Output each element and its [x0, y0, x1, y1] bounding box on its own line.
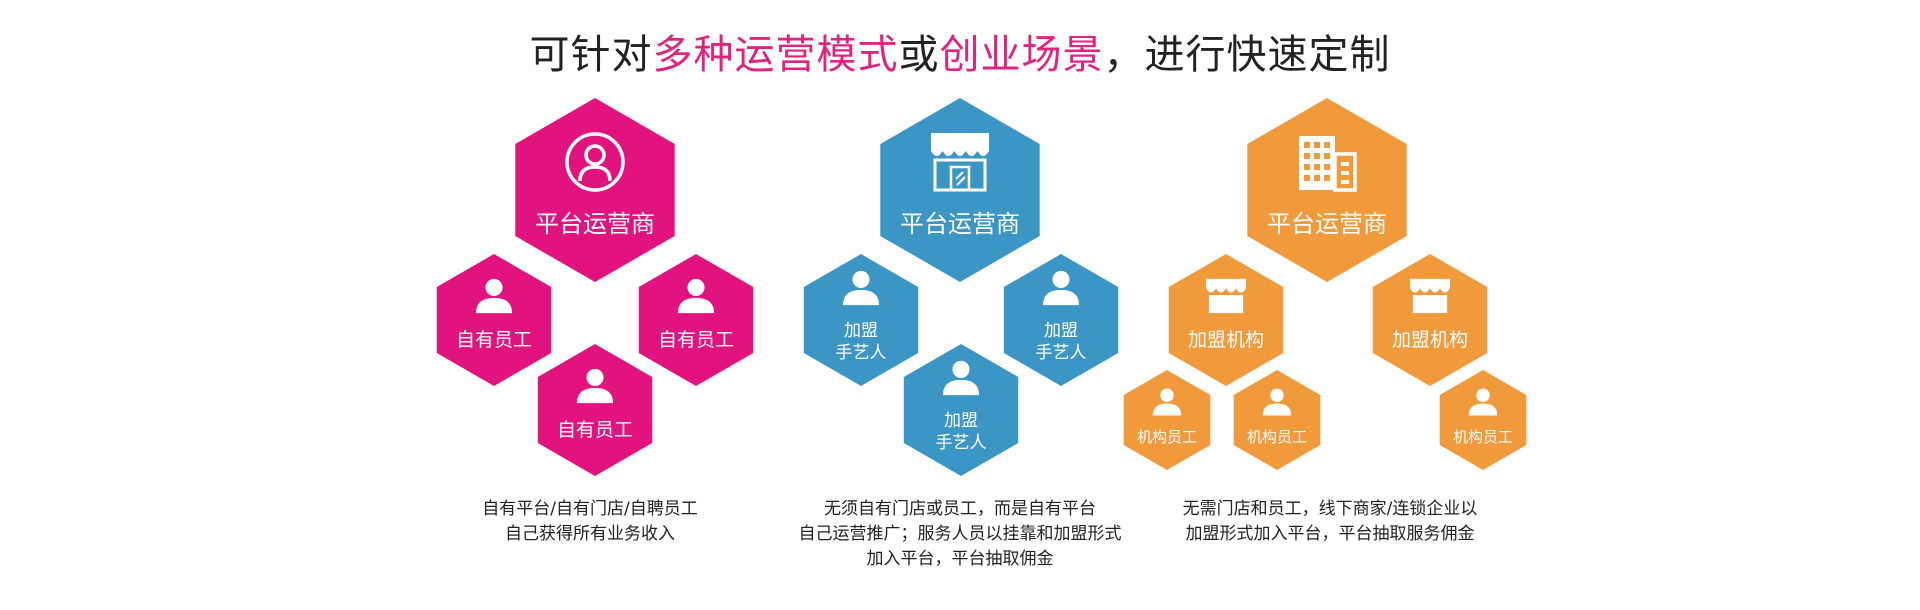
member-label: 自有员工 — [557, 419, 633, 441]
hexagon-shape — [903, 344, 1019, 476]
hexagon-shape — [537, 344, 653, 476]
member-label: 加盟 — [1044, 321, 1078, 341]
hexagon-shape — [436, 254, 552, 386]
description-line: 加盟形式加入平台，平台抽取服务佣金 — [1185, 524, 1475, 544]
group-2-description: 无须自有门店或员工，而是自有平台 自己运营推广；服务人员以挂靠和加盟形式 加入平… — [760, 497, 1160, 572]
member-label: 手艺人 — [836, 343, 887, 363]
member-hexagon: 加盟机构 — [1168, 254, 1284, 386]
hexagon-shape — [1439, 370, 1527, 470]
person-icon — [576, 368, 614, 404]
description-line: 自有平台/自有门店/自聘员工 — [482, 499, 698, 519]
hexagon-shape — [803, 254, 919, 386]
operator-hexagon: 平台运营商 — [1247, 98, 1407, 282]
hexagon-shape — [1233, 370, 1321, 470]
group-1-description: 自有平台/自有门店/自聘员工 自己获得所有业务收入 — [390, 497, 790, 547]
member-label: 加盟机构 — [1188, 329, 1264, 351]
group-3-description: 无需门店和员工，线下商家/连锁企业以 加盟形式加入平台，平台抽取服务佣金 — [1130, 497, 1530, 547]
hexagon-shape — [1003, 254, 1119, 386]
member-label: 加盟 — [944, 411, 978, 431]
mode-group-1: 自有员工自有员工自有员工平台运营商 — [436, 98, 754, 476]
headline-highlight-2: 创业场景 — [939, 32, 1104, 78]
description-line: 自己运营推广；服务人员以挂靠和加盟形式 — [798, 524, 1122, 544]
headline-part-5: ，进行快速定制 — [1103, 32, 1391, 78]
member-label: 机构员工 — [1453, 428, 1513, 446]
member-hexagon: 机构员工 — [1439, 370, 1527, 470]
member-hexagon: 自有员工 — [537, 344, 653, 476]
person-icon — [1042, 270, 1080, 306]
page-headline: 可针对多种运营模式或创业场景，进行快速定制 — [0, 22, 1920, 80]
member-hexagon: 自有员工 — [436, 254, 552, 386]
operator-label: 平台运营商 — [900, 210, 1020, 238]
member-label: 机构员工 — [1137, 428, 1197, 446]
member-label: 加盟 — [844, 321, 878, 341]
person-icon — [1152, 388, 1182, 416]
member-label: 手艺人 — [1036, 343, 1087, 363]
description-line: 自己获得所有业务收入 — [505, 524, 675, 544]
shop-icon — [1206, 278, 1246, 314]
member-label: 加盟机构 — [1392, 329, 1468, 351]
storefront-icon — [931, 133, 989, 192]
member-hexagon: 加盟机构 — [1372, 254, 1488, 386]
hexagon-shape — [1372, 254, 1488, 386]
member-label: 自有员工 — [456, 329, 532, 351]
member-label: 自有员工 — [658, 329, 734, 351]
person-icon — [475, 278, 513, 314]
operator-hexagon: 平台运营商 — [515, 98, 675, 282]
operator-label: 平台运营商 — [535, 210, 655, 238]
member-label: 机构员工 — [1247, 428, 1307, 446]
headline-highlight-1: 多种运营模式 — [652, 32, 899, 78]
hexagon-shape — [1168, 254, 1284, 386]
user-circle-icon — [565, 132, 625, 192]
hexagon-shape — [638, 254, 754, 386]
person-icon — [1262, 388, 1292, 416]
headline-part-1: 可针对 — [529, 32, 653, 78]
person-icon — [842, 270, 880, 306]
member-hexagon: 机构员工 — [1233, 370, 1321, 470]
hexagon-shape — [1123, 370, 1211, 470]
person-icon — [1468, 388, 1498, 416]
building-icon — [1299, 136, 1357, 192]
headline-part-3: 或 — [898, 32, 940, 78]
member-label: 手艺人 — [936, 433, 987, 453]
shop-icon — [1410, 278, 1450, 314]
description-line: 无需门店和员工，线下商家/连锁企业以 — [1182, 499, 1478, 519]
person-icon — [677, 278, 715, 314]
operator-hexagon: 平台运营商 — [880, 98, 1040, 282]
operator-label: 平台运营商 — [1267, 210, 1387, 238]
person-icon — [942, 360, 980, 396]
member-hexagon: 自有员工 — [638, 254, 754, 386]
description-line: 无须自有门店或员工，而是自有平台 — [824, 499, 1096, 519]
member-hexagon: 机构员工 — [1123, 370, 1211, 470]
description-line: 加入平台，平台抽取佣金 — [866, 549, 1054, 569]
